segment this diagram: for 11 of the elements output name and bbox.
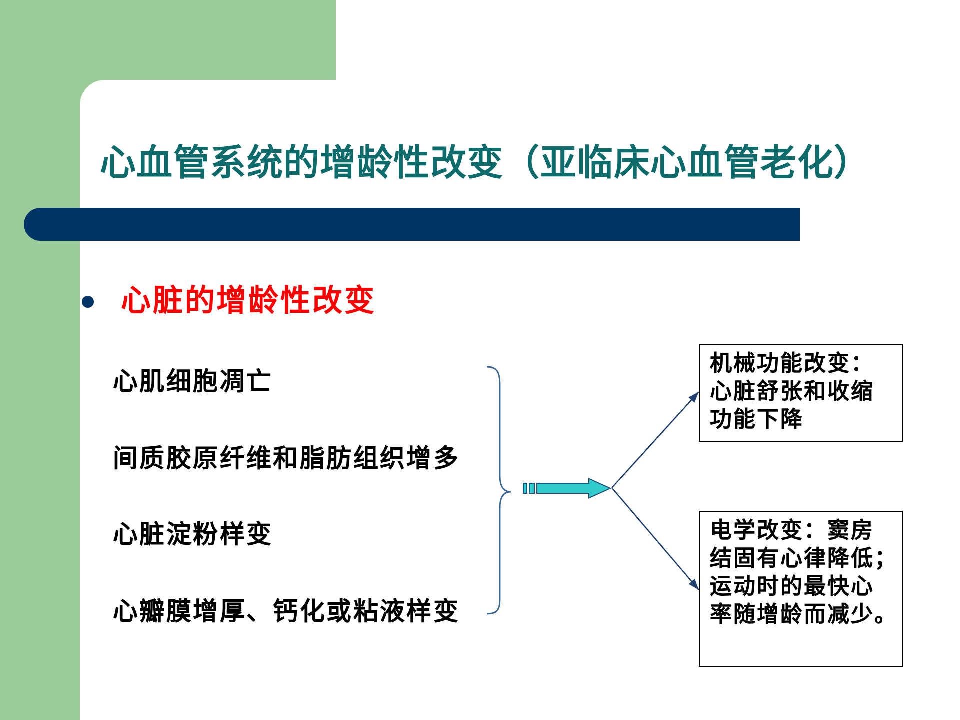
- block-arrow: [522, 478, 612, 499]
- text-box: 电学改变：窦房结固有心律降低；运动时的最快心率随增龄而减少。: [699, 511, 903, 667]
- list-item: 间质胶原纤维和脂肪组织增多: [113, 442, 460, 474]
- text-box: 机械功能改变：心脏舒张和收缩功能下降: [699, 344, 903, 442]
- arrow: [612, 488, 700, 590]
- list-item: 心脏淀粉样变: [113, 518, 274, 550]
- arrow: [612, 392, 700, 488]
- slide-title: 心血管系统的增龄性改变（亚临床心血管老化）: [100, 143, 871, 185]
- list-item: 心瓣膜增厚、钙化或粘液样变: [113, 596, 460, 626]
- list-item: 心肌细胞凋亡: [113, 366, 274, 396]
- section-heading: 心脏的增龄性改变: [121, 283, 376, 321]
